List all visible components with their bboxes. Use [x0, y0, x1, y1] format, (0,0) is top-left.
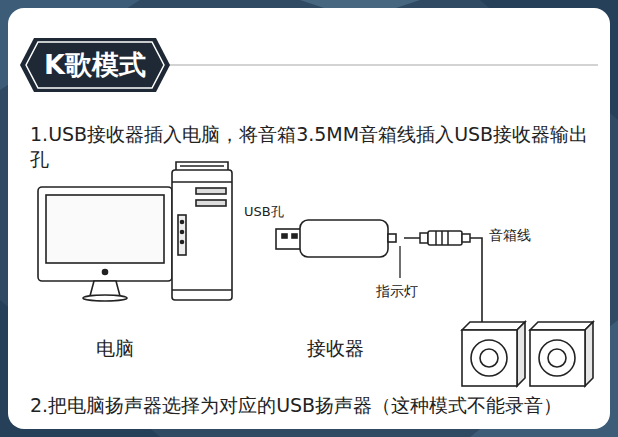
port-label: USB孔: [244, 204, 284, 221]
node-caption: 接收器: [272, 337, 398, 360]
computer: [38, 162, 232, 301]
audio-plug: [404, 231, 470, 245]
node-caption: 电脑: [15, 337, 215, 360]
step-text: 1.USB接收器插入电脑，将音箱3.5MM音箱线插入USB接收器输出孔: [30, 122, 602, 171]
speaker-cable: [470, 238, 482, 326]
indicator-label: 指示灯: [376, 282, 418, 300]
title-tag-outline: [26, 42, 164, 88]
receiver: 接收器: [272, 212, 398, 360]
rule: [168, 64, 598, 66]
leader-line: [399, 246, 400, 278]
title: K歌模式: [34, 44, 156, 86]
cable-label: 音箱线: [489, 226, 531, 244]
usb-receiver: [276, 220, 396, 257]
computer: 电脑: [15, 160, 215, 360]
panel: [8, 8, 610, 429]
title-tag: [20, 38, 170, 92]
step-text: 2.把电脑扬声器选择为对应的USB扬声器（这种模式不能录音）: [30, 393, 606, 418]
speakers: [462, 322, 593, 386]
